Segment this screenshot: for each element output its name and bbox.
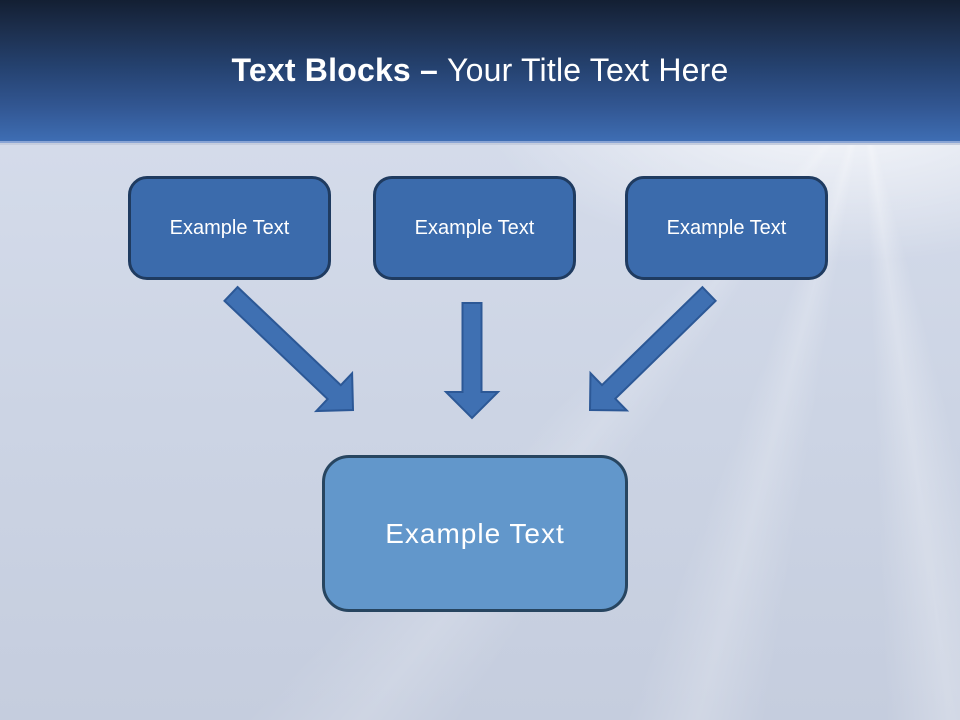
source-box-3-label: Example Text [666, 216, 787, 239]
arrow-down-left-icon [588, 285, 718, 412]
title-subtitle: Your Title Text Here [447, 52, 729, 88]
title-topic: Text Blocks – [231, 52, 439, 88]
source-box-1: Example Text [128, 176, 331, 280]
slide-header: Text Blocks –Your Title Text Here [0, 0, 960, 143]
source-box-1-label: Example Text [169, 216, 290, 239]
slide-title: Text Blocks –Your Title Text Here [231, 52, 728, 89]
arrow-down-right-icon [223, 285, 355, 413]
source-box-2-label: Example Text [414, 216, 535, 239]
target-box: Example Text [322, 455, 628, 612]
target-box-label: Example Text [385, 517, 565, 549]
source-box-2: Example Text [373, 176, 576, 280]
source-box-3: Example Text [625, 176, 828, 280]
slide-body: Example Text Example Text Example Text E… [0, 145, 960, 720]
arrow-down-icon [443, 302, 501, 420]
